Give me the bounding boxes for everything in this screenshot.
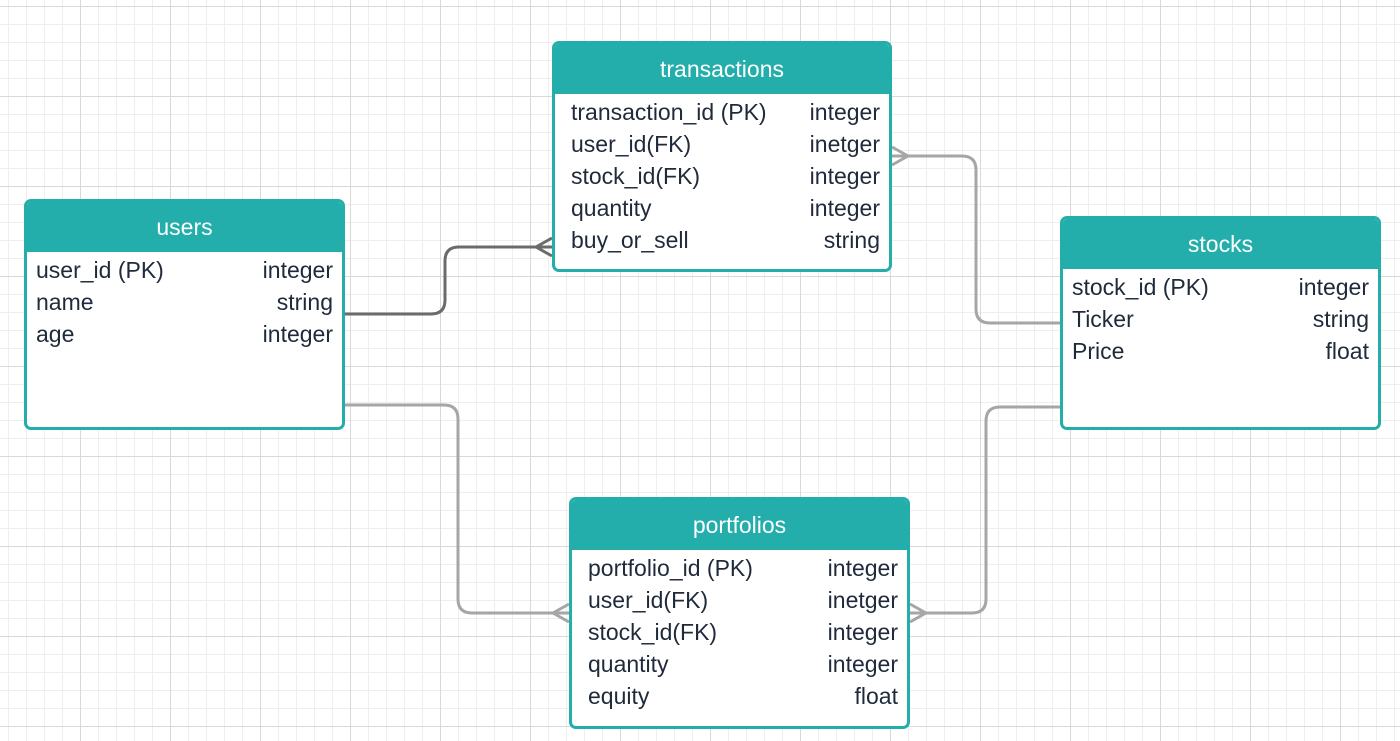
field-list: portfolio_id (PK) integer user_id(FK) in… — [572, 550, 907, 712]
crowfoot-users-portfolios — [551, 602, 570, 624]
entity-users[interactable]: users user_id (PK) integer name string a… — [24, 199, 345, 430]
field-type: integer — [262, 321, 333, 347]
field-row[interactable]: quantity integer — [571, 192, 880, 224]
entity-portfolios[interactable]: portfolios portfolio_id (PK) integer use… — [569, 497, 910, 729]
field-row[interactable]: stock_id(FK) integer — [588, 616, 898, 648]
crowfoot-users-transactions — [534, 236, 553, 258]
field-row[interactable]: stock_id (PK) integer — [1072, 271, 1369, 303]
field-type: string — [823, 227, 880, 253]
field-name: Ticker — [1072, 306, 1134, 332]
field-type: string — [276, 289, 333, 315]
field-row[interactable]: stock_id(FK) integer — [571, 160, 880, 192]
field-row[interactable]: age integer — [36, 318, 333, 350]
field-name: user_id (PK) — [36, 257, 164, 283]
field-row[interactable]: equity float — [588, 680, 898, 712]
entity-title: stocks — [1063, 219, 1378, 269]
field-row[interactable]: Price float — [1072, 335, 1369, 367]
entity-stocks[interactable]: stocks stock_id (PK) integer Ticker stri… — [1060, 216, 1381, 430]
connector-stocks-transactions[interactable] — [892, 154, 1060, 325]
entity-title: transactions — [555, 44, 889, 94]
field-type: integer — [1298, 274, 1369, 300]
field-name: buy_or_sell — [571, 227, 689, 253]
field-row[interactable]: Ticker string — [1072, 303, 1369, 335]
field-name: stock_id (PK) — [1072, 274, 1209, 300]
field-name: quantity — [588, 651, 669, 677]
field-name: name — [36, 289, 94, 315]
field-type: integer — [262, 257, 333, 283]
entity-transactions[interactable]: transactions transaction_id (PK) integer… — [552, 41, 892, 272]
connector-stocks-portfolios[interactable] — [910, 405, 1060, 615]
field-name: user_id(FK) — [571, 131, 692, 157]
field-type: integer — [827, 555, 898, 581]
field-name: transaction_id (PK) — [571, 99, 767, 125]
crowfoot-stocks-portfolios — [909, 602, 928, 624]
field-type: float — [1325, 338, 1369, 364]
field-list: stock_id (PK) integer Ticker string Pric… — [1063, 269, 1378, 367]
field-type: integer — [809, 195, 880, 221]
field-row[interactable]: name string — [36, 286, 333, 318]
field-list: transaction_id (PK) integer user_id(FK) … — [555, 94, 889, 256]
field-type: integer — [827, 651, 898, 677]
field-type: string — [1312, 306, 1369, 332]
connector-users-transactions[interactable] — [338, 245, 552, 316]
field-type: integer — [809, 163, 880, 189]
field-type: inetger — [827, 587, 898, 613]
field-name: portfolio_id (PK) — [588, 555, 753, 581]
field-name: quantity — [571, 195, 652, 221]
field-row[interactable]: user_id(FK) inetger — [588, 584, 898, 616]
field-row[interactable]: portfolio_id (PK) integer — [588, 552, 898, 584]
field-name: stock_id(FK) — [588, 619, 718, 645]
crowfoot-stocks-transactions — [891, 145, 910, 167]
field-name: stock_id(FK) — [571, 163, 701, 189]
field-type: integer — [809, 99, 880, 125]
field-row[interactable]: user_id (PK) integer — [36, 254, 333, 286]
field-row[interactable]: user_id(FK) inetger — [571, 128, 880, 160]
field-row[interactable]: transaction_id (PK) integer — [571, 96, 880, 128]
connector-users-portfolios[interactable] — [345, 403, 569, 615]
field-name: user_id(FK) — [588, 587, 709, 613]
field-name: Price — [1072, 338, 1125, 364]
field-type: float — [854, 683, 898, 709]
field-type: integer — [827, 619, 898, 645]
field-name: equity — [588, 683, 650, 709]
field-row[interactable]: quantity integer — [588, 648, 898, 680]
field-name: age — [36, 321, 75, 347]
entity-title: users — [27, 202, 342, 252]
entity-title: portfolios — [572, 500, 907, 550]
field-type: inetger — [809, 131, 880, 157]
field-list: user_id (PK) integer name string age int… — [27, 252, 342, 350]
field-row[interactable]: buy_or_sell string — [571, 224, 880, 256]
